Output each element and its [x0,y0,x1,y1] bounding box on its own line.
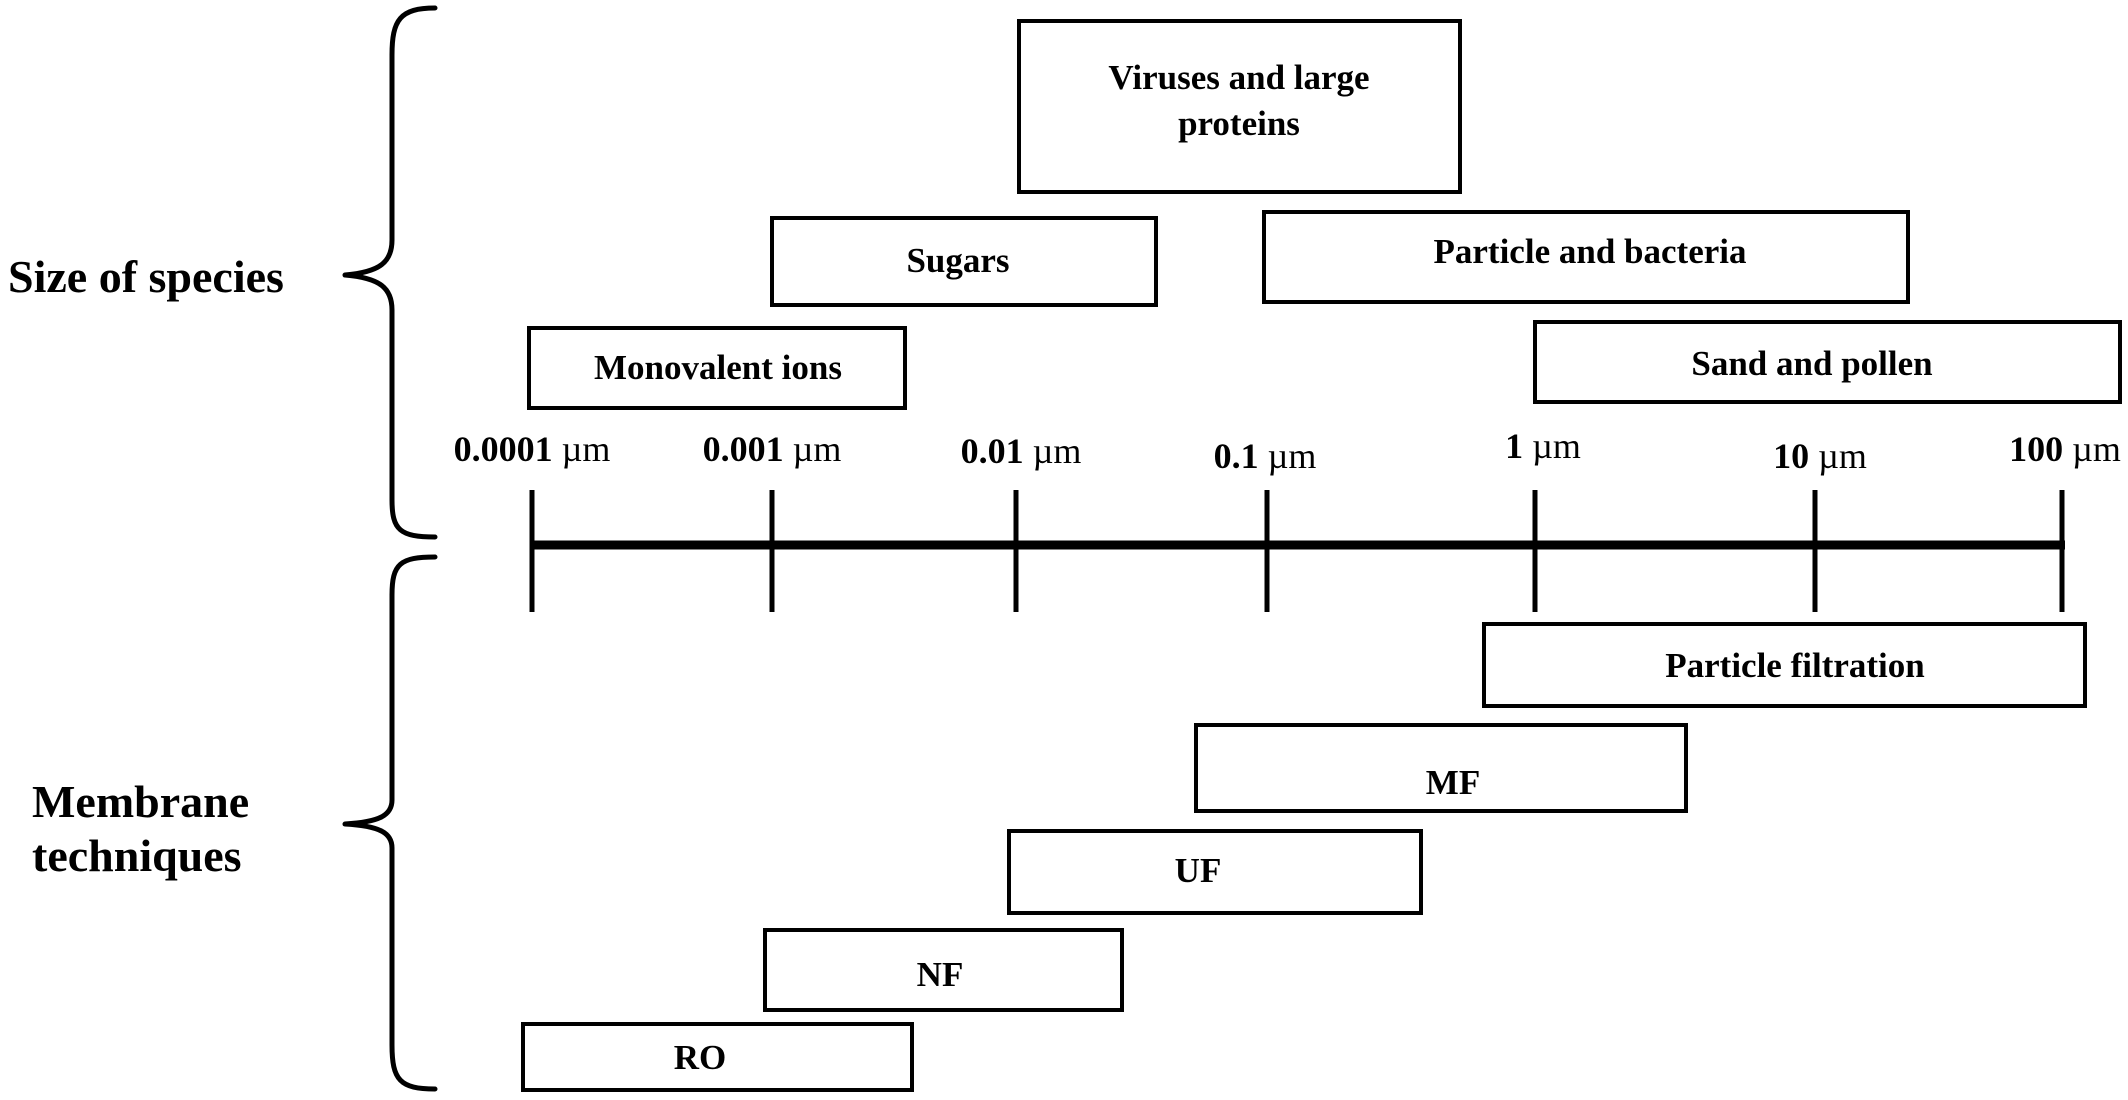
svg-text:NF: NF [917,955,964,994]
species-box-monovalent-ions: Monovalent ions [527,326,907,410]
species-box-sand-pollen: Sand and pollen [1533,320,2122,404]
technique-box-mf: MF [1194,723,1688,813]
svg-text:RO: RO [674,1038,727,1077]
membrane-techniques-label-line1: Membrane [32,776,249,827]
svg-text:UF: UF [1175,851,1222,890]
svg-text:Sand and pollen: Sand and pollen [1691,344,1932,383]
svg-text:proteins: proteins [1178,104,1300,143]
tick-label-2: 0.01 µm [961,431,1082,471]
technique-box-uf: UF [1007,829,1423,915]
technique-box-particle-filtration: Particle filtration [1482,622,2087,708]
svg-text:Particle and bacteria: Particle and bacteria [1434,232,1747,271]
technique-box-ro: RO [521,1022,914,1092]
svg-text:Particle filtration: Particle filtration [1665,646,1924,685]
axis-ticks [529,490,2065,612]
size-of-species-label: Size of species [8,251,284,302]
tick-label-6: 100 µm [2009,429,2121,469]
species-box-viruses: Viruses and large proteins [1017,19,1462,194]
svg-text:Monovalent ions: Monovalent ions [594,348,842,387]
tick-labels: 0.0001 µm 0.001 µm 0.01 µm 0.1 µm 1 µm 1… [454,426,2121,476]
membrane-techniques-brace [342,554,438,1092]
svg-text:Sugars: Sugars [906,241,1009,280]
technique-box-nf: NF [763,928,1124,1012]
tick-label-4: 1 µm [1505,426,1581,466]
species-box-particle-bacteria: Particle and bacteria [1262,210,1910,304]
membrane-techniques-label-line2: techniques [32,830,242,881]
tick-label-1: 0.001 µm [703,429,842,469]
tick-label-3: 0.1 µm [1214,436,1317,476]
species-box-sugars: Sugars [770,216,1158,307]
svg-text:Viruses and large: Viruses and large [1108,58,1369,97]
tick-label-0: 0.0001 µm [454,429,611,469]
tick-label-5: 10 µm [1773,436,1867,476]
size-of-species-brace [342,5,438,540]
svg-text:MF: MF [1426,763,1480,802]
